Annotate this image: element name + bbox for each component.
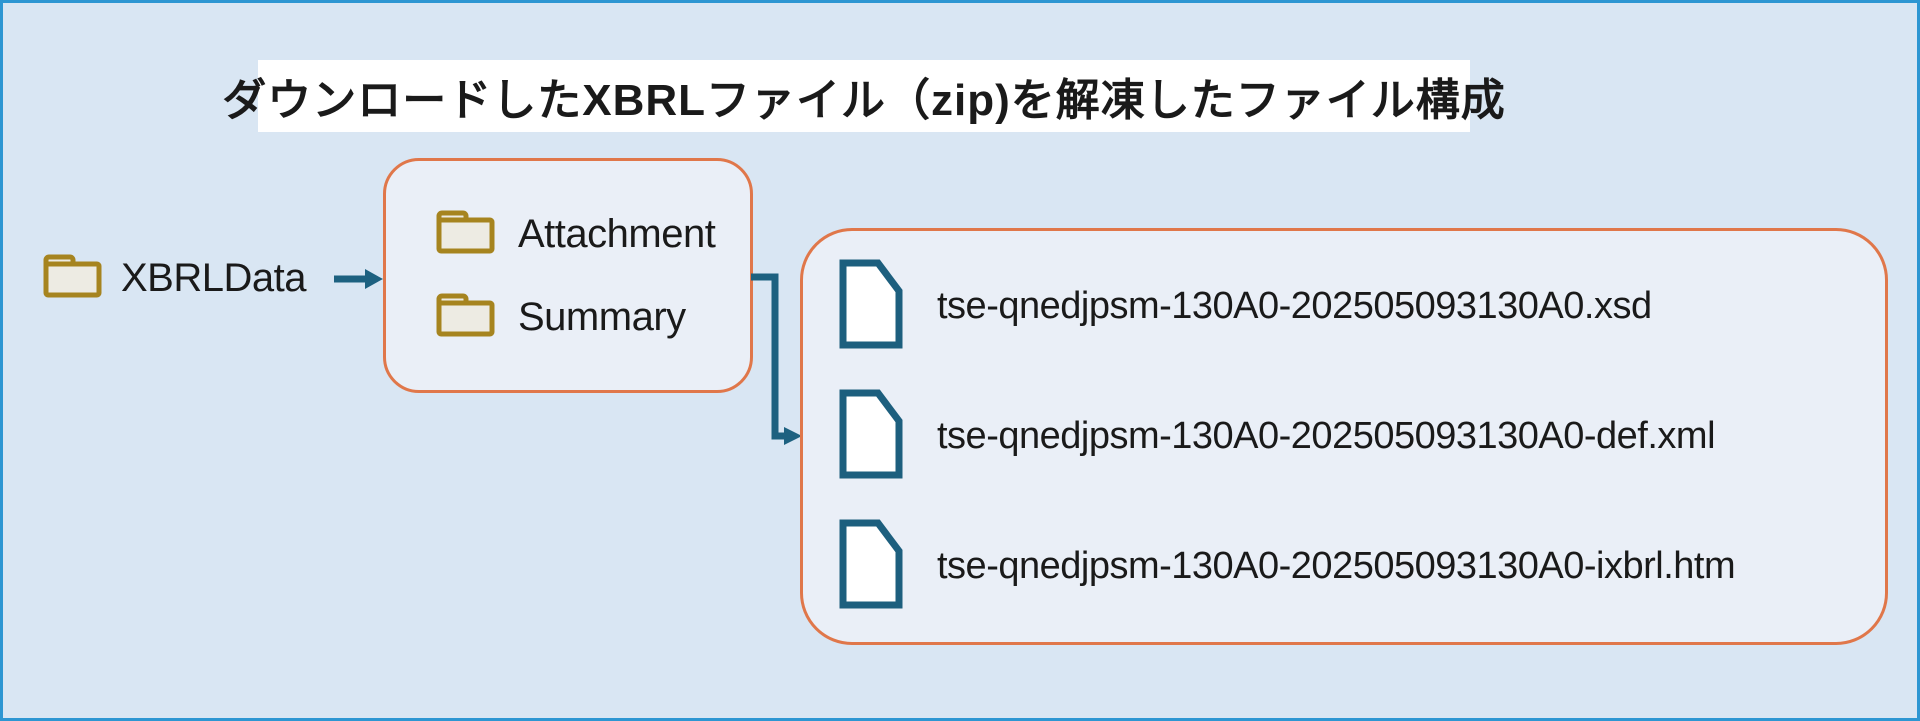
elbow-connector-arrow-icon: [751, 273, 802, 445]
subfolder-label: Attachment: [518, 211, 716, 256]
file-item: tse-qnedjpsm-130A0-202505093130A0-ixbrl.…: [838, 519, 1855, 614]
file-icon: [838, 519, 904, 614]
root-folder-item: XBRLData: [41, 253, 306, 303]
subfolders-box: Attachment Summary: [383, 158, 753, 393]
subfolder-label: Summary: [518, 294, 686, 339]
right-arrow-icon: [334, 269, 383, 289]
file-icon: [838, 259, 904, 354]
file-item: tse-qnedjpsm-130A0-202505093130A0-def.xm…: [838, 389, 1855, 484]
file-name: tse-qnedjpsm-130A0-202505093130A0.xsd: [937, 285, 1652, 327]
file-name: tse-qnedjpsm-130A0-202505093130A0-def.xm…: [937, 415, 1716, 457]
file-name: tse-qnedjpsm-130A0-202505093130A0-ixbrl.…: [937, 545, 1736, 587]
diagram-title: ダウンロードしたXBRLファイル（zip)を解凍したファイル構成: [222, 60, 1505, 132]
subfolder-item: Summary: [434, 291, 750, 344]
file-item: tse-qnedjpsm-130A0-202505093130A0.xsd: [838, 259, 1855, 354]
folder-icon: [434, 291, 496, 344]
folder-icon: [41, 252, 103, 305]
root-folder-label: XBRLData: [121, 255, 306, 300]
file-icon: [838, 389, 904, 484]
files-box: tse-qnedjpsm-130A0-202505093130A0.xsd ts…: [800, 228, 1888, 645]
subfolder-item: Attachment: [434, 208, 750, 261]
folder-icon: [434, 208, 496, 261]
